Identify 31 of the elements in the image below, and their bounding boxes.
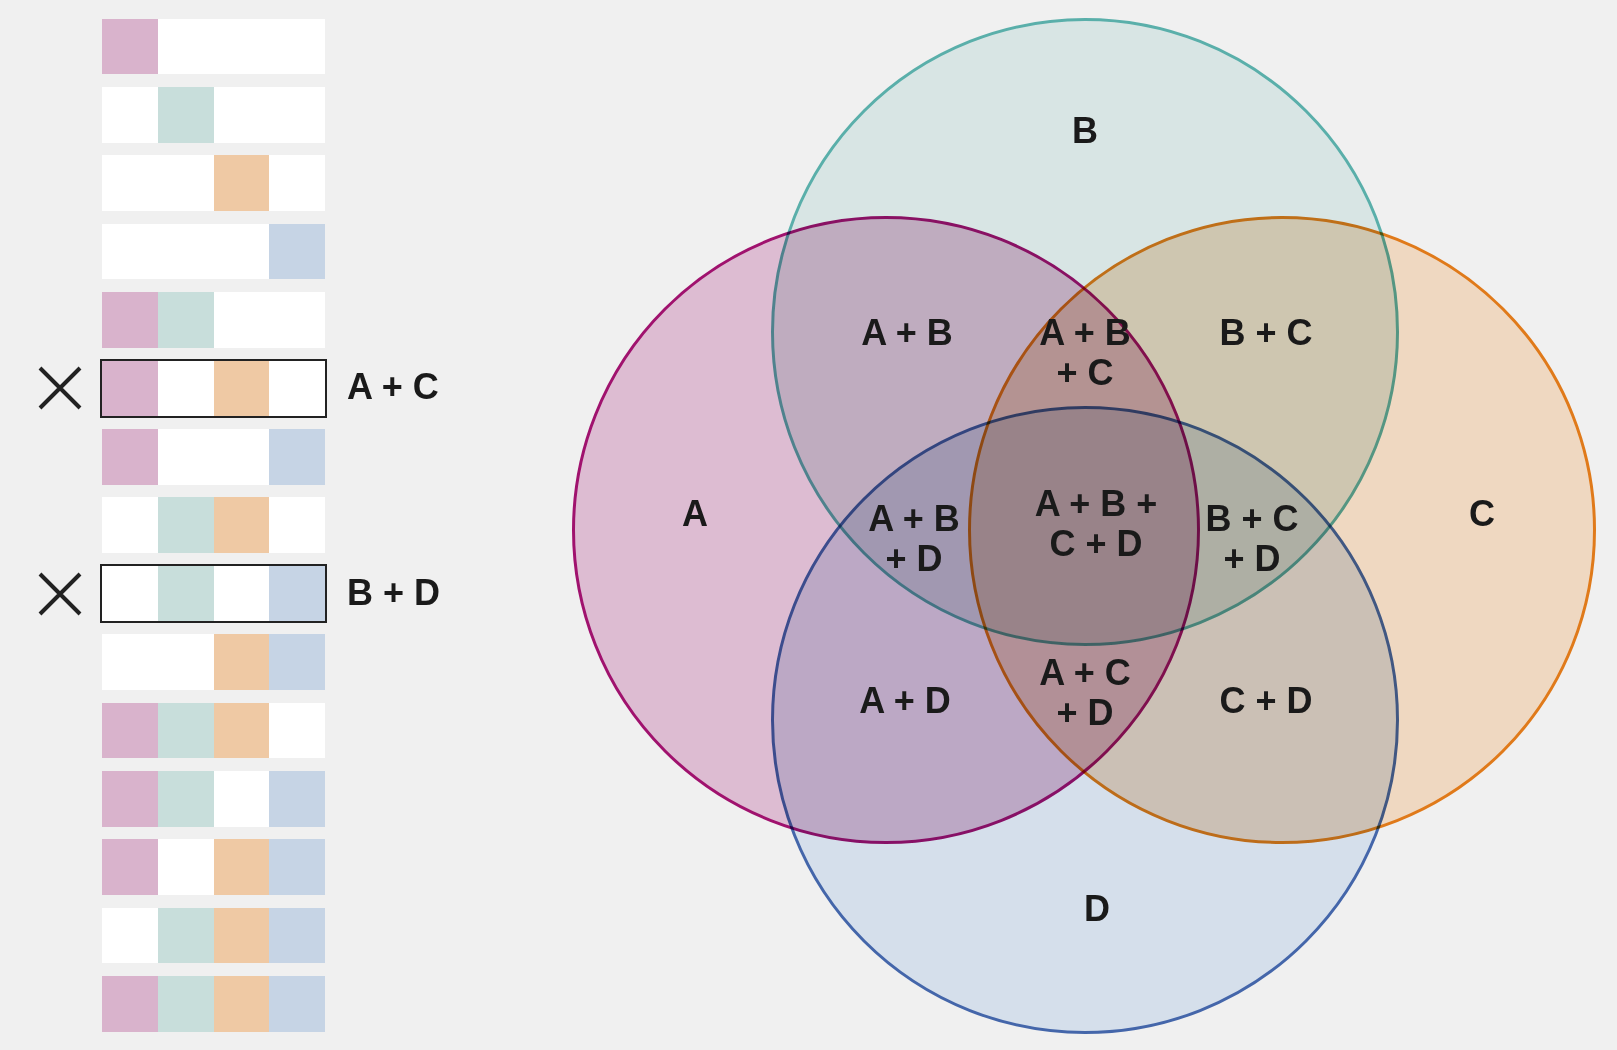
color-bar — [102, 771, 325, 827]
set-label: B — [1072, 111, 1098, 151]
region-label: B + C + D — [1204, 499, 1300, 579]
color-bar — [102, 360, 325, 417]
bar-caption: B + D — [347, 571, 441, 614]
bar-caption: A + C — [347, 366, 439, 409]
color-bar — [102, 634, 325, 690]
venn-circle — [771, 406, 1399, 1034]
color-bar — [102, 429, 325, 485]
set-label: A — [682, 494, 708, 534]
color-bar — [102, 907, 325, 964]
color-bar — [102, 702, 325, 759]
color-bar — [102, 497, 325, 554]
region-label: A + B + D — [867, 499, 961, 579]
region-label: A + C + D — [1038, 653, 1132, 733]
region-label: A + B + C + D — [1033, 484, 1159, 564]
set-label: D — [1084, 889, 1110, 929]
color-bar — [102, 18, 325, 75]
region-label: A + D — [858, 681, 952, 721]
color-bar — [102, 292, 325, 348]
set-label: C — [1469, 494, 1495, 534]
region-label: C + D — [1218, 681, 1314, 721]
color-bar — [102, 87, 325, 143]
color-bar — [102, 839, 325, 896]
color-bar — [102, 223, 325, 280]
region-label: A + B — [860, 313, 954, 353]
region-label: A + B + C — [1038, 313, 1132, 393]
color-bar — [102, 565, 325, 622]
region-label: B + C — [1218, 313, 1314, 353]
color-bar — [102, 976, 325, 1032]
color-bar — [102, 155, 325, 212]
